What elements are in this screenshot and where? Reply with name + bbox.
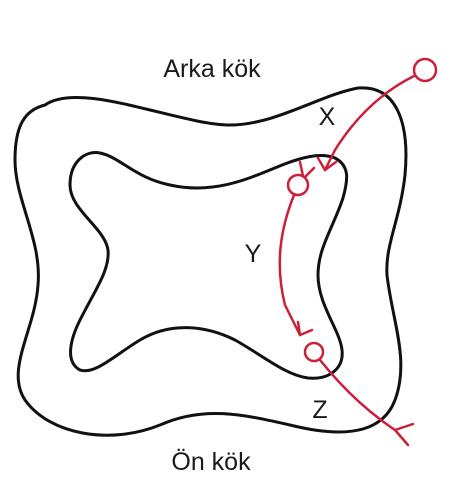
inner-boundary	[68, 151, 349, 380]
sensory-cell-body	[412, 57, 438, 83]
label-dorsal-root: Arka kök	[163, 55, 261, 83]
interneuron-axon	[278, 193, 302, 337]
interneuron	[278, 160, 316, 337]
motor-cell-body	[303, 341, 325, 363]
interneuron-dendrite	[303, 166, 316, 179]
motor-terminal-down	[393, 428, 410, 447]
sensory-neuron	[316, 57, 438, 172]
outer-boundary	[13, 86, 408, 437]
sensory-terminal-left	[316, 156, 327, 172]
interneuron-dendrite-2	[298, 160, 305, 178]
label-z: Z	[312, 396, 327, 424]
motor-terminal-up	[393, 422, 415, 432]
sensory-terminal-right	[323, 160, 338, 172]
label-x: X	[319, 103, 336, 131]
motor-axon	[318, 358, 397, 432]
sensory-axon	[323, 74, 416, 172]
label-y: Y	[245, 240, 262, 268]
interneuron-terminal-right	[298, 328, 314, 337]
label-ventral-root: Ön kök	[171, 448, 251, 476]
motor-neuron	[303, 341, 415, 447]
interneuron-cell-body	[286, 173, 310, 197]
interneuron-terminal-left	[296, 320, 302, 337]
